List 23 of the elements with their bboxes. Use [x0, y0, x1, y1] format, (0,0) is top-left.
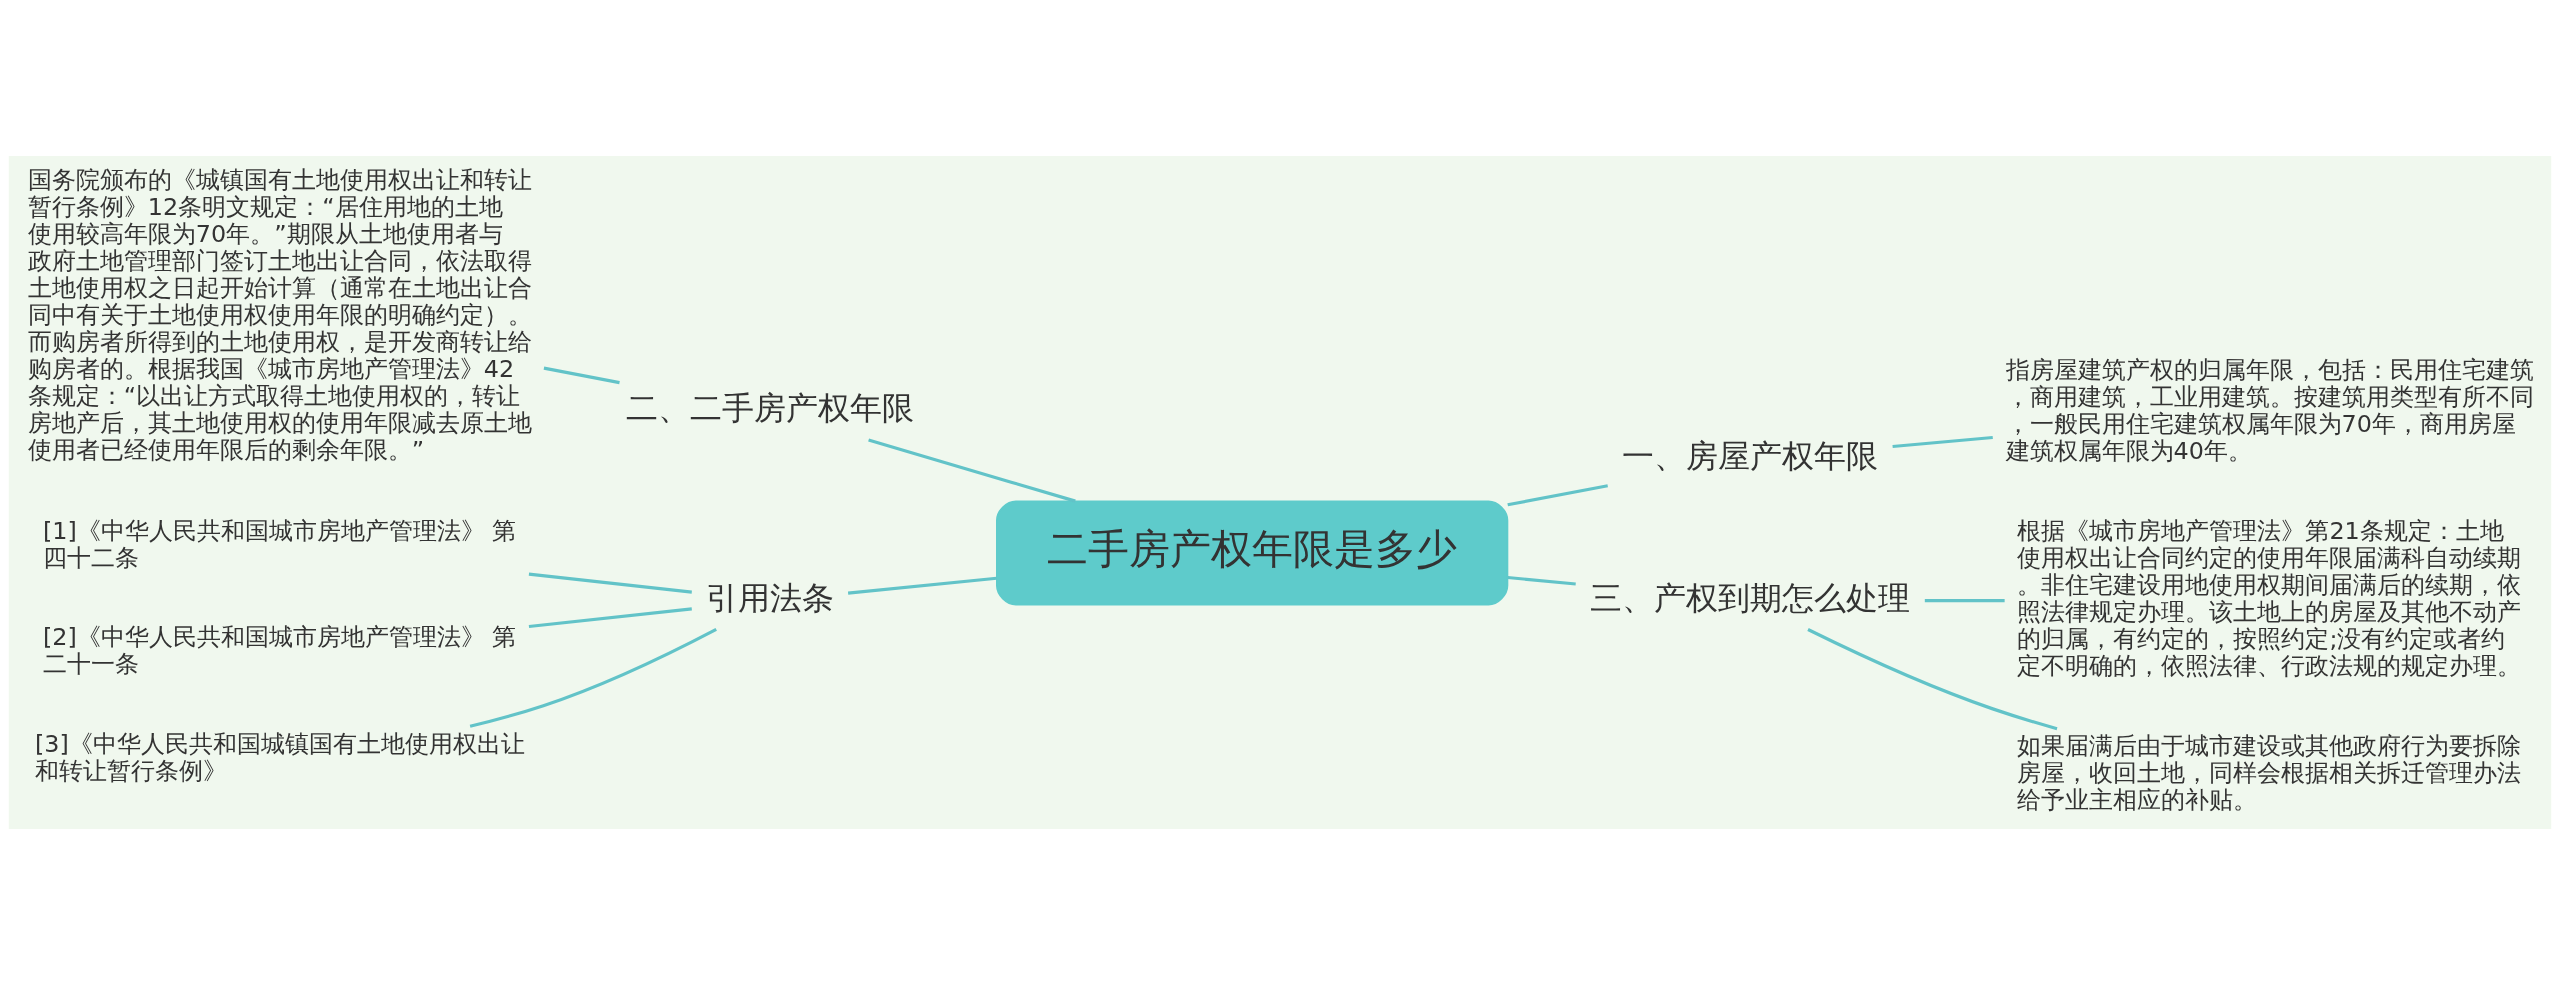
connector [1924, 599, 2005, 603]
connector [1507, 575, 1576, 586]
node-text: 根据《城市房地产管理法》第21条规定：土地使用权出让合同约定的使用年限届满科自动续期。非住宅建设用地使用权期间届满后的续期，依照法律规定办理。该土地上的房屋及其他不动产的归属，有约定的，按照约定;没有约定或者约定不明确的，依照法律、行政法规的规定办理。 [2017, 516, 2522, 680]
connector [543, 366, 620, 385]
node-text: 国务院颁布的《城镇国有土地使用权出让和转让暂行条例》12条明文规定：“居住用地的土地使用较高年限为70年。”期限从土地使用者与政府土地管理部门签订土地出让合同，依法取得土地使用权之日起开始计算（通常在土地出让合同中有关于土地使用权使用年限的明确约定）。而购房者所得到的土地使用权，是开发商转让给购房者的。根据我国《城市房地产管理法》42条规定：“以出让方式取得土地使用权的，转让房地产后，其土地使用权的使用年限减去原土地使用者已经使用年限后的剩余年限。” [27, 165, 532, 465]
connector [1807, 628, 2058, 731]
node-text: 一、房屋产权年限 [1622, 437, 1879, 476]
node-text: 如果届满后由于城市建设或其他政府行为要拆除房屋，收回土地，同样会根据相关拆迁管理办法给予业主相应的补贴。 [2017, 732, 2522, 815]
node-text: [3]《中华人民共和国城镇国有土地使用权出让和转让暂行条例》 [35, 729, 525, 785]
connector [1892, 435, 1993, 449]
node-text: 引用法条 [706, 578, 835, 617]
connector [528, 572, 692, 594]
node-text: 指房屋建筑产权的归属年限，包括：民用住宅建筑，商用建筑，工业用建筑。按建筑用类型有所不同，一般民用住宅建筑权属年限为70年，商用房屋建筑权属年限为40年。 [2005, 355, 2534, 466]
connector [528, 607, 692, 629]
node-text: 三、产权到期怎么处理 [1590, 578, 1911, 617]
connector [469, 627, 717, 728]
connector [868, 438, 1076, 503]
connector [1507, 484, 1608, 507]
node-text: [1]《中华人民共和国城市房地产管理法》 第四十二条 [42, 516, 517, 572]
node-text: [2]《中华人民共和国城市房地产管理法》 第二十一条 [42, 623, 517, 679]
connector [847, 576, 997, 595]
node-box: 二手房产权年限是多少 [996, 500, 1509, 606]
node-text: 二、二手房产权年限 [626, 389, 915, 428]
